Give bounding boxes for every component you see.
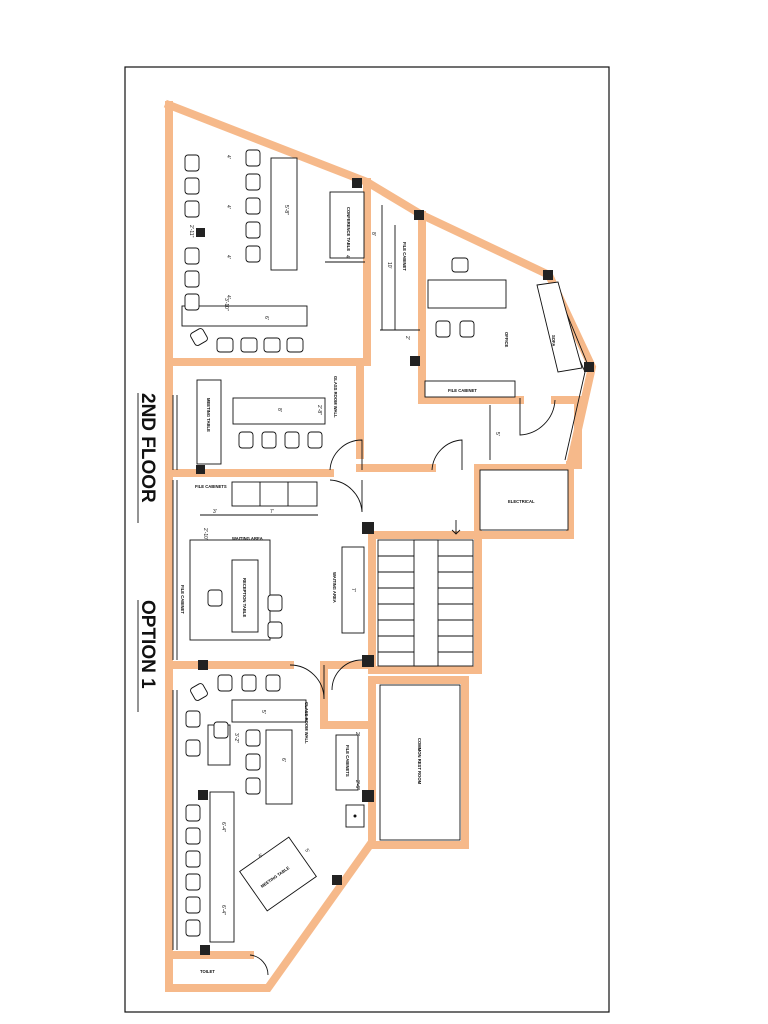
conference-chairs-bottom bbox=[190, 328, 304, 353]
dim-label: 2'-6" bbox=[354, 780, 360, 790]
dim-label: 6' bbox=[280, 758, 286, 762]
dim-label: 4' bbox=[344, 255, 350, 259]
dim-label: 5' bbox=[494, 432, 500, 436]
dim-label: 4' bbox=[225, 255, 231, 259]
dim-label: 5' bbox=[303, 848, 310, 855]
glass-room-wall-label: GLASS ROOM WALL bbox=[333, 376, 338, 418]
meeting-table-label: MEETING TABLE bbox=[206, 398, 211, 432]
office-label: OFFICE bbox=[504, 332, 509, 348]
toilet-label: TOILET bbox=[200, 969, 215, 974]
electrical-label: ELECTRICAL bbox=[508, 499, 535, 504]
dim-label: 6'-4" bbox=[220, 905, 226, 915]
option-title: OPTION 1 bbox=[137, 600, 158, 689]
meeting-room: MEETING TABLE GLASS ROOM WALL 8' 2'-8" bbox=[196, 376, 463, 471]
bottom-conference-room: 6'-4" 6'-4" MEETING TABLE 6' 5' bbox=[185, 791, 317, 943]
dim-label: 7' bbox=[350, 588, 356, 592]
dim-label: 4' bbox=[225, 155, 231, 159]
staircase bbox=[377, 520, 474, 667]
dim-label: 5'-8" bbox=[283, 205, 289, 215]
glass-room-wall-2-label: GLASS ROOM WALL bbox=[304, 702, 309, 744]
conference-chairs-right bbox=[245, 149, 261, 263]
file-cabinets-label: FILE CABINETS bbox=[195, 484, 227, 489]
toilet-room: TOILET bbox=[200, 954, 269, 976]
dim-label: 4' bbox=[225, 295, 231, 299]
conference-chairs-left bbox=[184, 154, 200, 311]
file-cabinet-left-label: FILE CABINET bbox=[180, 585, 185, 614]
file-cabinets-2-label: FILE CABINETS bbox=[345, 745, 350, 777]
dim-label: 2'-8" bbox=[316, 405, 322, 415]
dim-label: 5' bbox=[260, 710, 266, 714]
lower-meeting-room: GLASS ROOM WALL 5' 3'-2" 6' FILE CABINET… bbox=[185, 659, 365, 828]
waiting-area-side-label: WAITING AREA bbox=[332, 572, 337, 603]
bottom-chairs-left bbox=[185, 804, 201, 937]
structural-columns bbox=[196, 178, 594, 955]
waiting-area-label: WAITING AREA bbox=[232, 536, 263, 541]
conference-table-label: CONFERENCE TABLE bbox=[346, 207, 351, 251]
common-rest-room: COMMON REST ROOM bbox=[379, 684, 461, 841]
conference-room: CONFERENCE TABLE 4' 4' 4' 4' 5'-8" 2'-11… bbox=[181, 149, 376, 353]
dim-label: 2'-11" bbox=[188, 225, 194, 238]
dim-label: 2'-10" bbox=[202, 528, 208, 541]
floor-title: 2ND FLOOR bbox=[137, 393, 158, 503]
dim-label: 8' bbox=[370, 232, 376, 236]
common-rest-room-label: COMMON REST ROOM bbox=[417, 738, 422, 785]
dim-label: 8' bbox=[276, 408, 282, 412]
drawing-frame bbox=[124, 66, 610, 1013]
dim-label: 3'-2" bbox=[233, 733, 239, 743]
dim-label: 2' bbox=[354, 732, 360, 736]
dim-label: 6' bbox=[263, 316, 269, 320]
dim-label: 7' bbox=[270, 509, 274, 515]
reception-table-label: RECEPTION TABLE bbox=[242, 578, 247, 617]
dim-label: 6' bbox=[258, 853, 265, 860]
corridor-dimensions: 10' FILE CABINET 2' bbox=[380, 205, 420, 340]
dim-label: 6'-4" bbox=[220, 822, 226, 832]
dim-label: 10' bbox=[386, 262, 392, 269]
dim-label: 2' bbox=[404, 336, 410, 340]
office-room: FILE CABINET OFFICE SOFA 5' ELECTRICAL bbox=[424, 257, 583, 531]
dim-label: 3'-10" bbox=[223, 298, 229, 311]
dim-label: 3' bbox=[213, 509, 217, 515]
sofa-label: SOFA bbox=[551, 335, 556, 346]
file-cabinet-office-label: FILE CABINET bbox=[448, 388, 477, 393]
reception-area: FILE CABINETS 7' 3' 2'-10" WAITING AREA … bbox=[180, 479, 365, 641]
file-cabinet-label: FILE CABINET bbox=[402, 242, 407, 271]
dim-label: 4' bbox=[225, 205, 231, 209]
